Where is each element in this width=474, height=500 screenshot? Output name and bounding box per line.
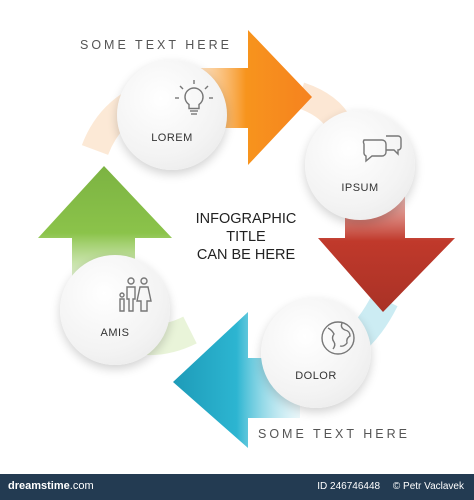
image-id: ID 246746448 bbox=[317, 481, 381, 492]
green-arrow bbox=[38, 166, 172, 300]
top-caption: SOME TEXT HERE bbox=[80, 38, 232, 52]
step-label-dolor: DOLOR bbox=[295, 370, 337, 382]
title-line-3: CAN BE HERE bbox=[196, 247, 296, 263]
orange-arrow bbox=[180, 30, 312, 165]
step-circle-lorem: LOREM bbox=[117, 60, 227, 170]
step-label-ipsum: IPSUM bbox=[341, 182, 379, 194]
teal-arrow bbox=[173, 312, 300, 448]
step-circle-amis: AMIS bbox=[60, 255, 170, 365]
infographic-title: INFOGRAPHIC TITLE CAN BE HERE bbox=[180, 210, 312, 264]
footer-bar: dreamstime.com ID 246746448 © Petr Vacla… bbox=[0, 474, 474, 500]
footer-logo-suffix: .com bbox=[69, 480, 94, 492]
title-line-1: INFOGRAPHIC bbox=[195, 211, 297, 227]
bottom-caption: SOME TEXT HERE bbox=[258, 427, 410, 441]
footer-logo-text: dreamstime bbox=[8, 480, 70, 492]
step-circle-ipsum: IPSUM bbox=[305, 110, 415, 220]
footer-logo: dreamstime.com bbox=[8, 480, 94, 492]
footer-meta: ID 246746448 © Petr Vaclavek bbox=[307, 481, 464, 492]
step-label-amis: AMIS bbox=[100, 327, 130, 339]
author-credit: © Petr Vaclavek bbox=[392, 481, 464, 492]
infographic-diagram: SOME TEXT HERE SOME TEXT HERE INFOGRAPHI… bbox=[38, 30, 455, 448]
title-line-2: TITLE bbox=[226, 229, 266, 245]
step-circle-dolor: DOLOR bbox=[261, 298, 371, 408]
step-label-lorem: LOREM bbox=[151, 132, 193, 144]
